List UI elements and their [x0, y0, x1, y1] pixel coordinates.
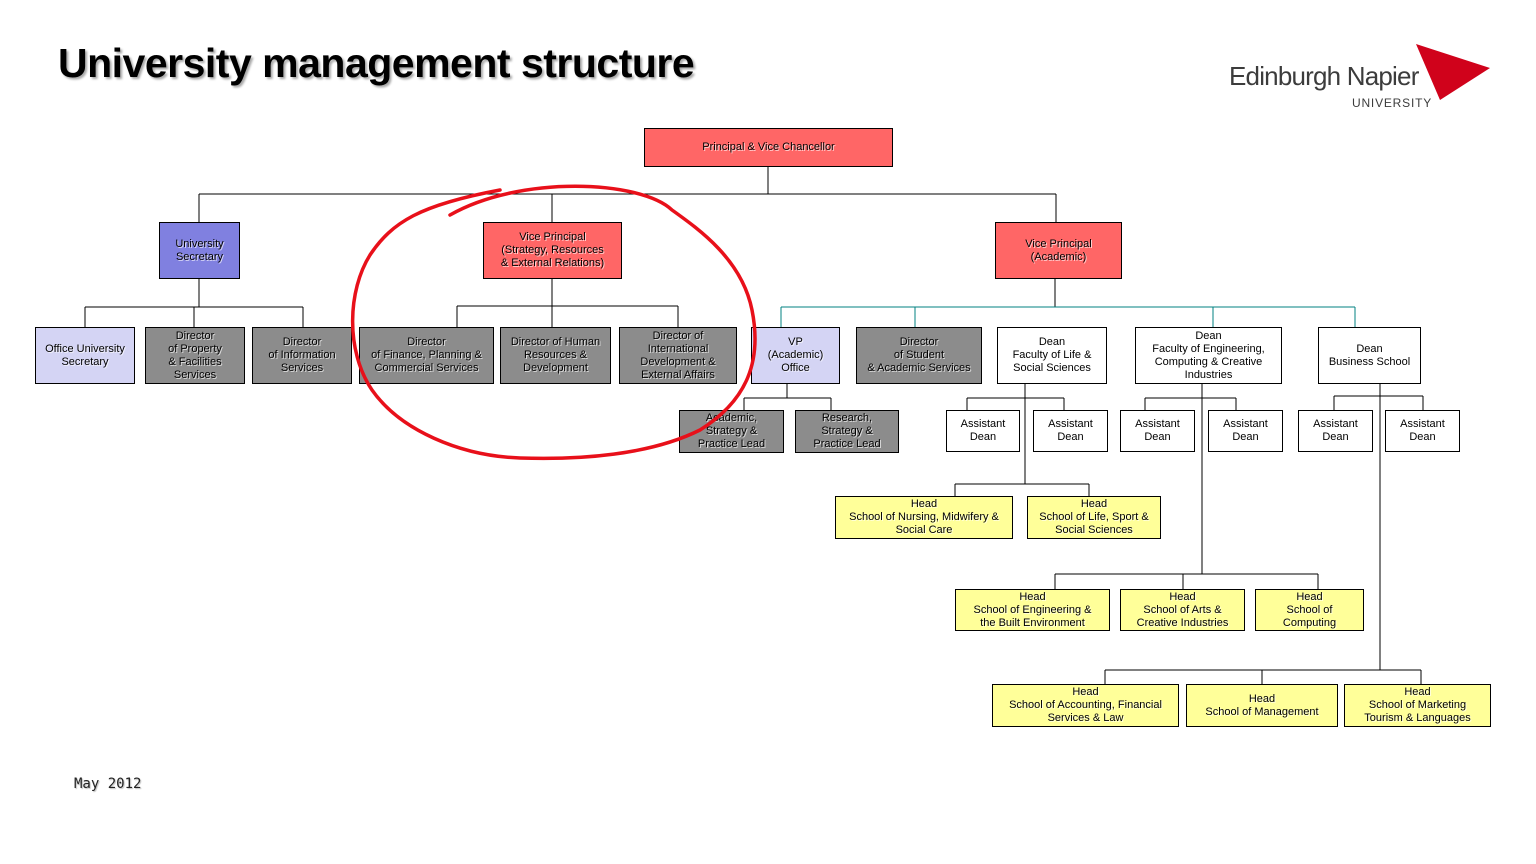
head-engineering-label: Head School of Engineering & the Built E… — [973, 590, 1092, 629]
director-student-box: Director of Student & Academic Services — [856, 327, 982, 384]
director-property-label: Director of Property & Facilities Servic… — [168, 329, 222, 381]
director-hr-box: Director of Human Resources & Developmen… — [500, 327, 611, 384]
head-marketing-box: Head School of Marketing Tourism & Langu… — [1344, 684, 1491, 727]
dean-life-sciences-label: Dean Faculty of Life & Social Sciences — [1012, 336, 1092, 374]
head-arts-box: Head School of Arts & Creative Industrie… — [1120, 589, 1245, 631]
office-university-secretary-label: Office University Secretary — [45, 342, 125, 368]
head-arts-label: Head School of Arts & Creative Industrie… — [1136, 590, 1229, 629]
head-accounting-label: Head School of Accounting, Financial Ser… — [1009, 686, 1162, 724]
vp-academic-office-label: VP (Academic) Office — [767, 336, 824, 374]
principal-label: Principal & Vice Chancellor — [702, 141, 835, 153]
university-logo: Edinburgh Napier UNIVERSITY — [1226, 40, 1496, 116]
head-engineering-box: Head School of Engineering & the Built E… — [955, 589, 1110, 631]
assistant-dean-box: Assistant Dean — [1120, 410, 1195, 452]
principal-box: Principal & Vice Chancellor — [644, 128, 893, 167]
assistant-dean-box: Assistant Dean — [946, 410, 1020, 452]
director-property-box: Director of Property & Facilities Servic… — [145, 327, 245, 384]
vice-principal-strategy-label: Vice Principal (Strategy, Resources & Ex… — [500, 231, 605, 269]
assistant-dean-label: Assistant Dean — [1135, 418, 1180, 443]
director-hr-label: Director of Human Resources & Developmen… — [510, 336, 601, 374]
assistant-dean-label: Assistant Dean — [1313, 418, 1358, 443]
vice-principal-strategy-box: Vice Principal (Strategy, Resources & Ex… — [483, 222, 622, 279]
assistant-dean-label: Assistant Dean — [1048, 418, 1093, 443]
assistant-dean-label: Assistant Dean — [1400, 418, 1445, 443]
dean-life-sciences-box: Dean Faculty of Life & Social Sciences — [997, 327, 1107, 384]
university-secretary-label: University Secretary — [175, 237, 224, 263]
head-computing-label: Head School of Computing — [1282, 590, 1337, 629]
head-computing-box: Head School of Computing — [1255, 589, 1364, 631]
head-life-sport-box: Head School of Life, Sport & Social Scie… — [1027, 496, 1161, 539]
director-finance-box: Director of Finance, Planning & Commerci… — [359, 327, 494, 384]
head-life-sport-label: Head School of Life, Sport & Social Scie… — [1039, 498, 1149, 536]
vp-academic-office-box: VP (Academic) Office — [751, 327, 840, 384]
director-international-box: Director of International Development & … — [619, 327, 737, 384]
research-lead-box: Research, Strategy & Practice Lead — [795, 410, 899, 453]
head-marketing-label: Head School of Marketing Tourism & Langu… — [1364, 686, 1471, 724]
page-title: University management structure — [58, 40, 695, 86]
head-management-label: Head School of Management — [1205, 692, 1319, 718]
director-information-label: Director of Information Services — [268, 336, 336, 374]
head-nursing-box: Head School of Nursing, Midwifery & Soci… — [835, 496, 1013, 539]
director-information-box: Director of Information Services — [252, 327, 352, 384]
assistant-dean-box: Assistant Dean — [1298, 410, 1373, 452]
assistant-dean-box: Assistant Dean — [1385, 410, 1460, 452]
logo-triangle-icon — [1416, 44, 1490, 100]
director-international-label: Director of International Development & … — [640, 329, 716, 381]
director-student-label: Director of Student & Academic Services — [867, 336, 971, 374]
head-accounting-box: Head School of Accounting, Financial Ser… — [992, 684, 1179, 727]
assistant-dean-label: Assistant Dean — [1223, 418, 1268, 443]
vice-principal-academic-label: Vice Principal (Academic) — [1025, 237, 1092, 263]
dean-engineering-box: Dean Faculty of Engineering, Computing &… — [1135, 327, 1282, 384]
director-finance-label: Director of Finance, Planning & Commerci… — [371, 336, 482, 374]
dean-business-school-box: Dean Business School — [1318, 327, 1421, 384]
university-secretary-box: University Secretary — [159, 222, 240, 279]
logo-name: Edinburgh Napier — [1229, 61, 1419, 91]
head-nursing-label: Head School of Nursing, Midwifery & Soci… — [849, 498, 999, 536]
research-lead-label: Research, Strategy & Practice Lead — [813, 412, 881, 450]
dean-engineering-label: Dean Faculty of Engineering, Computing &… — [1152, 329, 1265, 381]
vice-principal-academic-box: Vice Principal (Academic) — [995, 222, 1122, 279]
logo-subtitle: UNIVERSITY — [1352, 96, 1433, 110]
academic-lead-label: Academic, Strategy & Practice Lead — [697, 412, 766, 450]
date-label: May 2012 — [74, 776, 142, 792]
head-management-box: Head School of Management — [1186, 684, 1338, 727]
office-university-secretary-box: Office University Secretary — [35, 327, 135, 384]
assistant-dean-box: Assistant Dean — [1208, 410, 1283, 452]
assistant-dean-box: Assistant Dean — [1033, 410, 1108, 452]
dean-business-school-label: Dean Business School — [1328, 342, 1411, 368]
assistant-dean-label: Assistant Dean — [960, 418, 1006, 443]
